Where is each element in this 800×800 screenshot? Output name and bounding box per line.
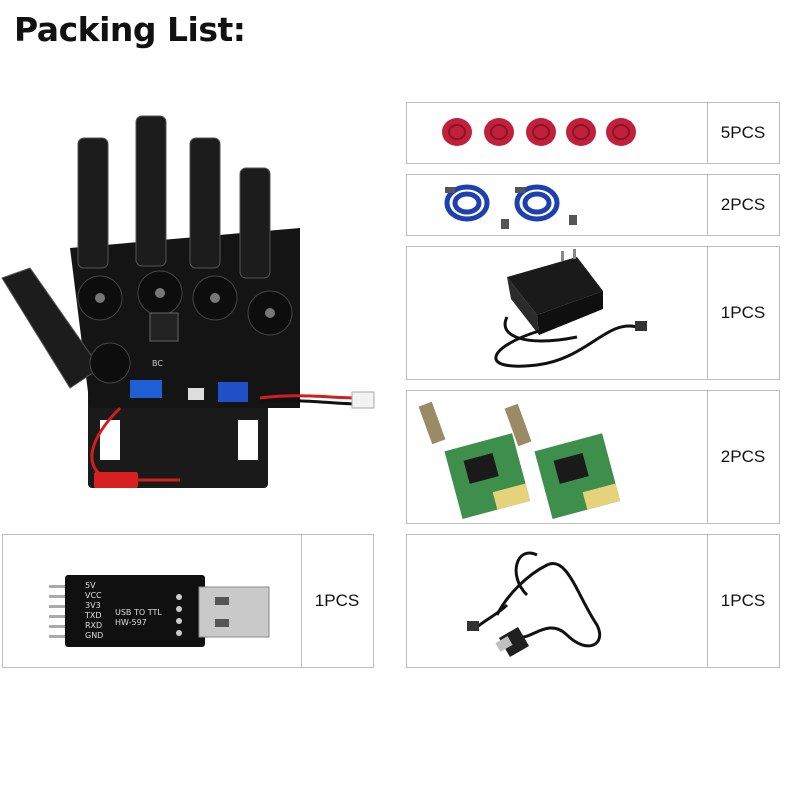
power-adapter-image xyxy=(407,247,708,379)
micro-usb-cable-image xyxy=(407,535,708,667)
board-text-usb-to-ttl: USB TO TTL xyxy=(115,608,162,617)
packing-item-power-adapter: 1PCS xyxy=(406,246,780,380)
packing-item-velcro-straps: 5PCS xyxy=(406,102,780,164)
micro-usb-cable-qty: 1PCS xyxy=(720,591,766,610)
hand-board-label: BC xyxy=(152,359,163,368)
robotic-hand-image: BC xyxy=(0,108,380,508)
usb-cables-qty: 2PCS xyxy=(720,195,766,214)
velcro-straps-qty: 5PCS xyxy=(720,123,766,142)
pin-label-5v: 5V xyxy=(85,581,96,590)
power-adapter-qty: 1PCS xyxy=(720,303,766,322)
pin-label-rxd: RXD xyxy=(85,621,102,630)
board-text-hw-597: HW-597 xyxy=(115,618,147,627)
velcro-straps-image xyxy=(407,103,708,163)
wireless-modules-qty: 2PCS xyxy=(720,447,766,466)
pin-label-txd: TXD xyxy=(84,611,102,620)
usb-ttl-module-qty: 1PCS xyxy=(314,591,360,610)
packing-item-micro-usb-cable: 1PCS xyxy=(406,534,780,668)
wireless-modules-image xyxy=(407,391,708,523)
pin-label-3v3: 3V3 xyxy=(85,601,101,610)
packing-item-wireless-modules: 2PCS xyxy=(406,390,780,524)
packing-item-usb-ttl-module: 5V VCC 3V3 TXD RXD GND USB TO TTL HW-597… xyxy=(2,534,374,668)
pin-label-vcc: VCC xyxy=(85,591,102,600)
pin-label-gnd: GND xyxy=(85,631,103,640)
usb-cables-image xyxy=(407,175,708,235)
usb-ttl-module-image: 5V VCC 3V3 TXD RXD GND USB TO TTL HW-597 xyxy=(3,535,302,667)
packing-item-usb-cables: 2PCS xyxy=(406,174,780,236)
page-title: Packing List: xyxy=(14,10,246,49)
